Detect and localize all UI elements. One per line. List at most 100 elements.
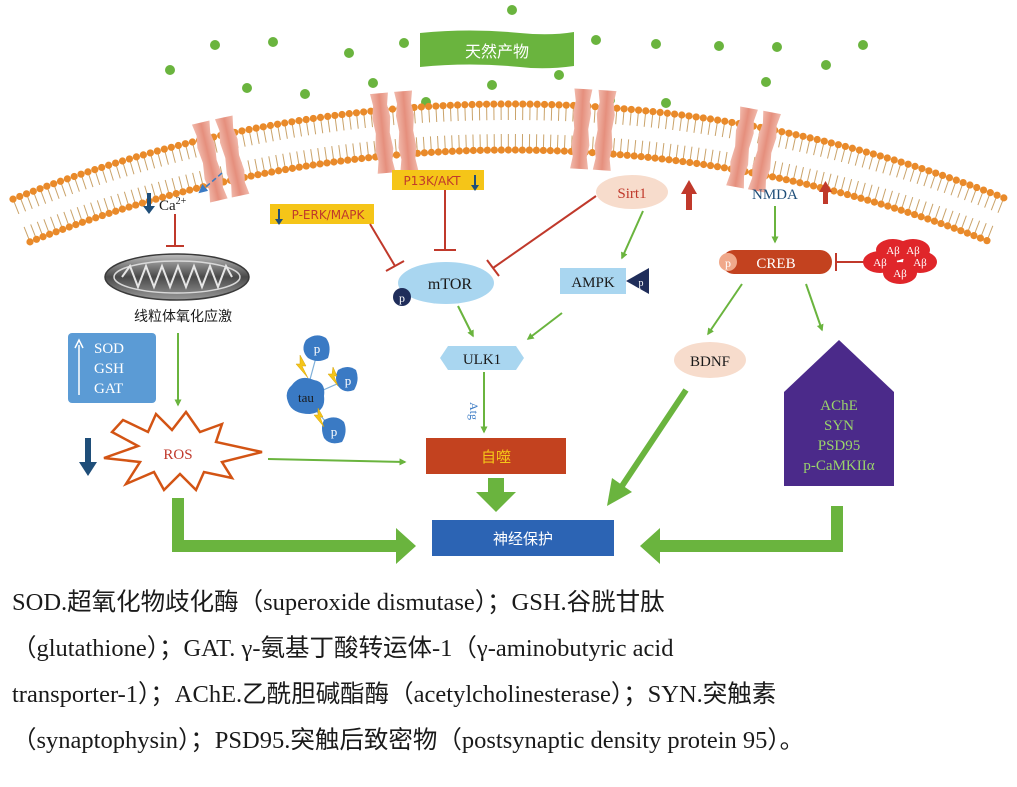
lipid-head	[331, 111, 339, 120]
natural-products-label: 天然产物	[465, 42, 529, 61]
phospho-label: p	[345, 373, 352, 388]
lipid-head	[352, 109, 361, 117]
lipid-head	[439, 102, 447, 110]
lipid-head	[153, 147, 161, 155]
lipid-head	[59, 225, 67, 233]
lipid-head	[268, 168, 276, 176]
mtor-node: mTOR p	[393, 262, 494, 306]
lipid-head	[125, 155, 134, 163]
lipid-head	[45, 230, 54, 238]
lipid-head	[944, 222, 952, 230]
lipid-head	[809, 182, 818, 190]
lipid-head	[870, 198, 879, 206]
membrane-channel	[369, 92, 396, 174]
lipid-head	[591, 103, 599, 111]
lipid-head	[850, 192, 858, 200]
lipid-head	[533, 100, 541, 108]
lipid-head	[105, 209, 113, 217]
lipid-head	[281, 119, 289, 127]
lipid-head	[782, 176, 790, 184]
creb-to-synaptic-arrow	[805, 283, 824, 332]
lipid-head	[281, 165, 290, 174]
bdnf-to-neuro-arrow	[607, 388, 689, 506]
lipid-head	[139, 151, 147, 159]
phospho-blob	[303, 335, 330, 361]
lipid-head	[775, 174, 783, 182]
mtor-label: mTOR	[428, 276, 472, 293]
lipid-head	[932, 169, 940, 177]
lipid-head	[77, 170, 85, 178]
lipid-head	[616, 151, 624, 159]
lipid-head	[651, 154, 659, 162]
lipid-head	[65, 223, 73, 231]
sirt1-node: Sirt1	[596, 175, 697, 210]
ros-to-autophagy-arrow	[267, 458, 407, 466]
tau-label: tau	[298, 390, 314, 405]
lipid-head	[613, 104, 621, 112]
lipid-head	[855, 146, 863, 154]
lipid-head	[904, 160, 912, 168]
lipid-head	[883, 154, 891, 162]
lipid-head	[43, 182, 51, 190]
creb-label: CREB	[756, 256, 795, 272]
lipid-head	[966, 181, 974, 189]
lipid-head	[238, 127, 246, 135]
lipid-head	[172, 189, 180, 198]
perk-mapk-label: P-ERK/MAPK	[292, 208, 366, 222]
lipid-head	[78, 218, 87, 226]
sirt1-to-ampk-arrow	[621, 210, 644, 260]
pi3k-akt-label: P13K/AKT	[404, 174, 462, 188]
lipid-head	[945, 174, 954, 182]
lipid-head	[918, 164, 926, 173]
lipid-head	[16, 192, 24, 201]
autophagy-label: 自噬	[481, 448, 511, 466]
particle-dot	[858, 40, 868, 50]
lipid-head	[56, 177, 65, 185]
lipid-head	[259, 123, 267, 131]
lipid-head	[562, 101, 570, 109]
lipid-head	[555, 101, 563, 109]
lipid-head	[453, 101, 462, 109]
lipid-head	[29, 187, 37, 195]
lipid-head	[792, 131, 800, 139]
lipid-head	[665, 156, 673, 164]
caption-line: （synaptophysin）；PSD95.突触后致密物（postsynapti…	[12, 727, 805, 754]
lipid-head	[973, 183, 981, 192]
lipid-head	[63, 175, 71, 183]
particle-dot	[300, 89, 310, 99]
lipid-head	[630, 152, 638, 160]
creb-phospho-label: p	[725, 256, 731, 270]
lipid-head	[159, 193, 167, 201]
abeta-label: Aβ	[873, 257, 887, 269]
lightning-icon	[313, 407, 325, 428]
lipid-head	[548, 101, 556, 109]
lipid-head	[937, 219, 945, 228]
lipid-head	[588, 149, 596, 157]
antioxidant-gat: GAT	[94, 381, 123, 397]
membrane-channel	[726, 106, 758, 189]
lipid-head	[713, 163, 722, 171]
lipid-head	[392, 151, 401, 159]
lipid-head	[288, 164, 296, 172]
lipid-head	[288, 118, 296, 126]
up-arrow-icon	[681, 180, 697, 194]
calcium-influx-arrow	[198, 172, 223, 194]
calcium-charge: 2+	[176, 196, 187, 207]
lipid-head	[560, 147, 568, 155]
lipid-head	[132, 153, 140, 161]
lipid-head	[461, 101, 469, 109]
lipid-head	[316, 160, 324, 168]
sirt1-label: Sirt1	[617, 186, 646, 202]
down-arrow-icon	[143, 206, 155, 214]
caption-line: （glutathione）；GAT. γ-氨基丁酸转运体-1（γ-aminobu…	[12, 635, 674, 662]
lipid-head	[337, 157, 345, 165]
lipid-head	[553, 147, 561, 155]
lipid-head	[857, 194, 865, 202]
ampk-to-ulk1-arrow	[526, 312, 563, 340]
lipid-head	[441, 148, 449, 156]
lipid-head	[420, 149, 429, 157]
lipid-head	[778, 128, 786, 136]
lipid-head	[324, 112, 332, 121]
synaptic-pcamkii: p-CaMKIIα	[803, 458, 874, 474]
lipid-head	[670, 110, 679, 118]
